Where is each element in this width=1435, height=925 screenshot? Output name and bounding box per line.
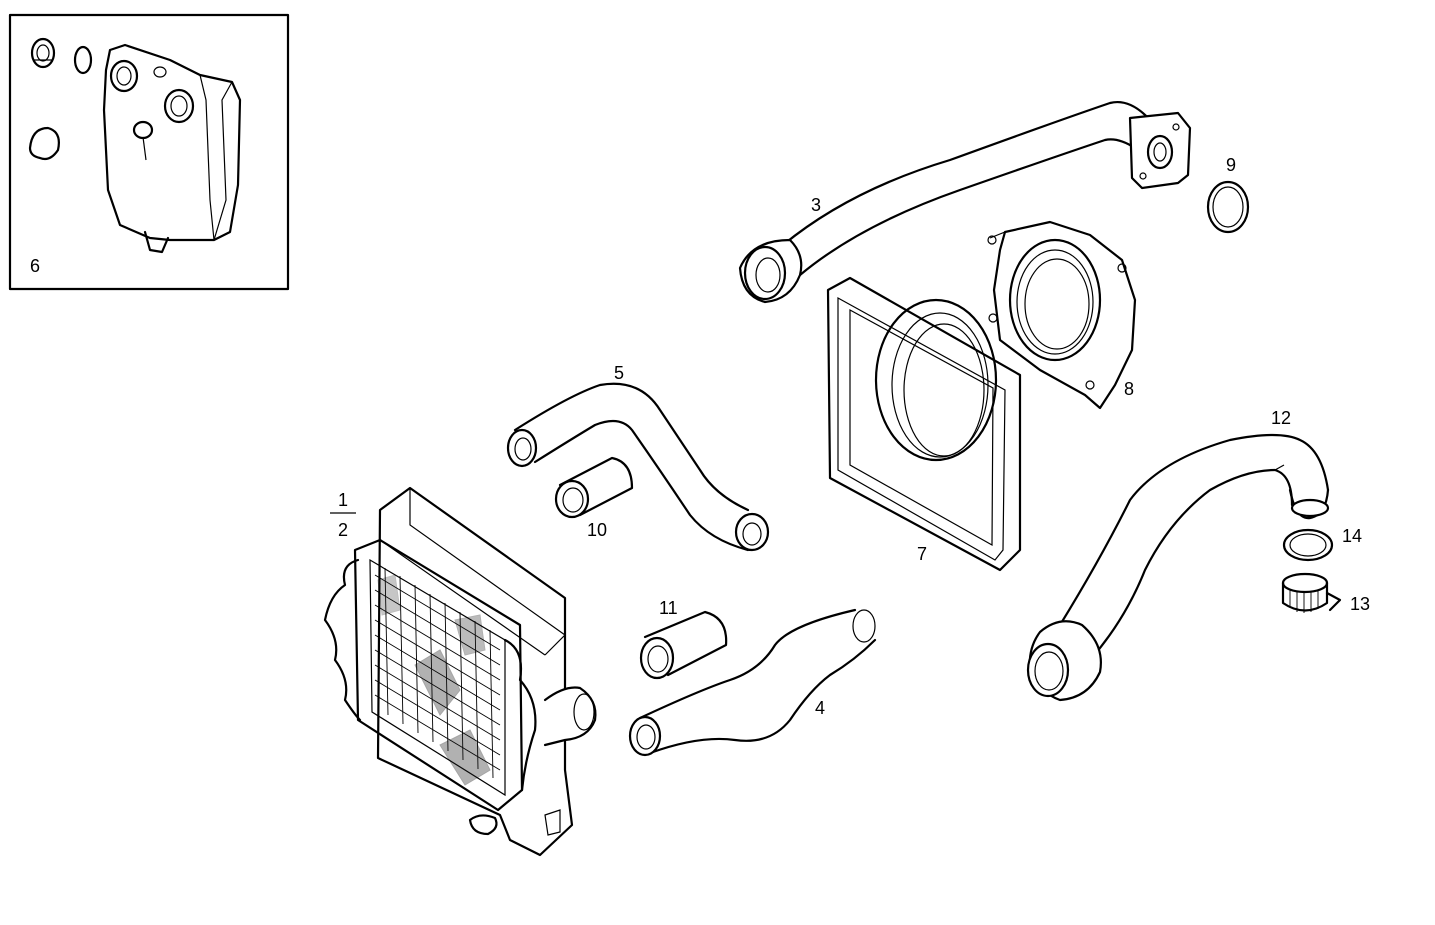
part-7-fan-shroud <box>826 276 1022 572</box>
cap-ring-icon <box>30 37 56 69</box>
part-label-12: 12 <box>1271 408 1291 428</box>
callout-labels: 1 2 3 4 5 7 8 9 10 11 12 13 14 <box>338 155 1370 718</box>
seal-ring-icon <box>73 45 93 75</box>
part-label-4: 4 <box>815 698 825 718</box>
part-11-sleeve <box>639 610 728 680</box>
part-label-5: 5 <box>614 363 624 383</box>
inset-expansion-tank: 6 <box>8 13 290 291</box>
part-5-bent-hose <box>506 382 770 552</box>
part-10-sleeve <box>554 456 634 519</box>
part-label-7: 7 <box>917 544 927 564</box>
part-label-14: 14 <box>1342 526 1362 546</box>
part-13-hose-clamp <box>1281 572 1342 613</box>
part-label-1: 1 <box>338 490 348 510</box>
part-label-11: 11 <box>659 598 678 618</box>
part-label-8: 8 <box>1124 379 1134 399</box>
part-label-13: 13 <box>1350 594 1370 614</box>
part-label-9: 9 <box>1226 155 1236 175</box>
part-1-2-radiator <box>323 486 597 857</box>
part-label-6: 6 <box>30 256 40 276</box>
part-9-o-ring <box>1206 180 1250 234</box>
part-14-o-ring <box>1282 528 1334 562</box>
part-3-upper-pipe <box>738 101 1192 304</box>
radiator-core-hatching <box>374 567 501 786</box>
part-label-2: 2 <box>338 520 348 540</box>
part-label-3: 3 <box>811 195 821 215</box>
rubber-cap-icon <box>28 126 60 161</box>
expansion-tank-icon <box>102 43 242 254</box>
part-4-curved-hose <box>628 608 877 757</box>
part-label-10: 10 <box>587 520 607 540</box>
part-12-large-hose <box>1026 433 1330 702</box>
part-8-fan-mount-plate <box>987 220 1137 410</box>
inset-frame <box>8 13 290 291</box>
